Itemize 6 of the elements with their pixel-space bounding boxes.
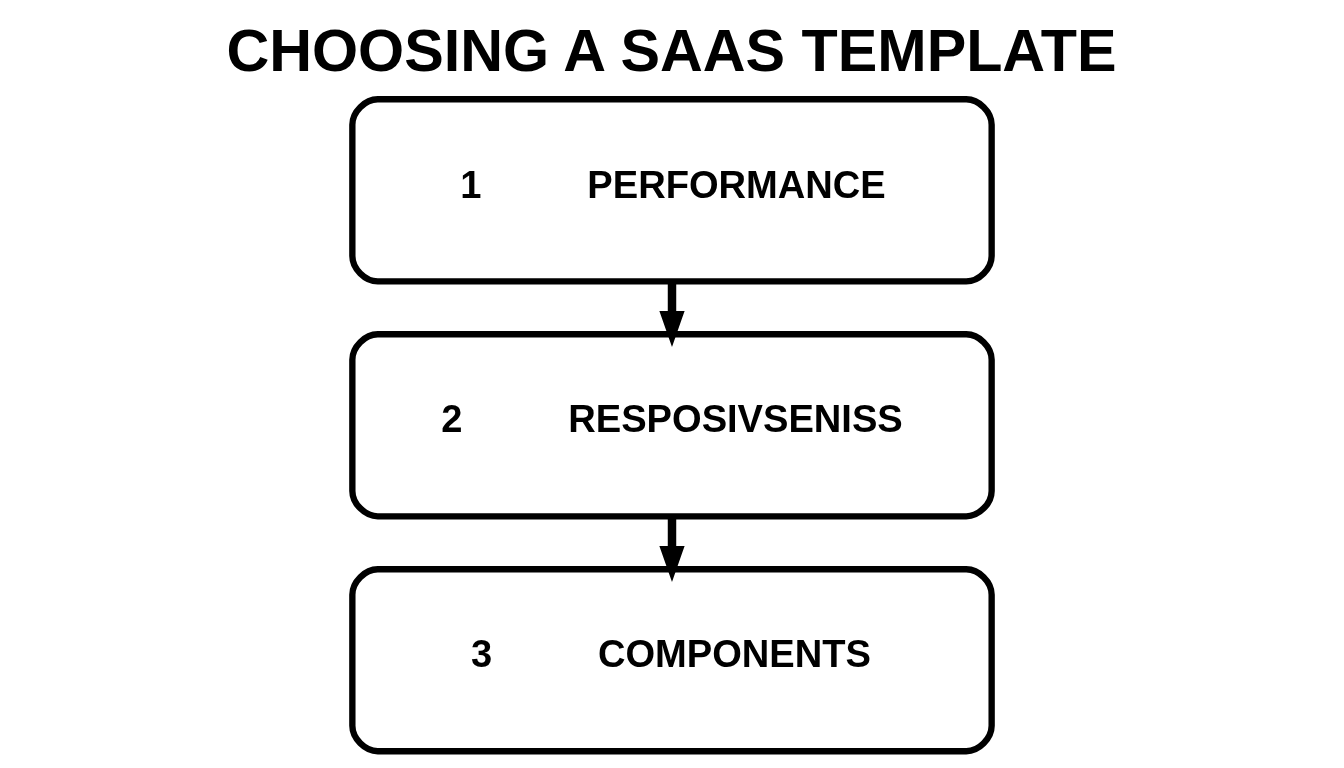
arrow [659, 516, 685, 582]
arrow [659, 281, 685, 347]
node-box: 1 PERFORMANCE [349, 96, 995, 285]
node-box: 2 RESPOSIVSENISS [349, 331, 995, 520]
node-box: 3 COMPONENTS [349, 566, 995, 755]
diagram-title: CHOOSING A SAAS TEMPLATE [226, 16, 1117, 84]
